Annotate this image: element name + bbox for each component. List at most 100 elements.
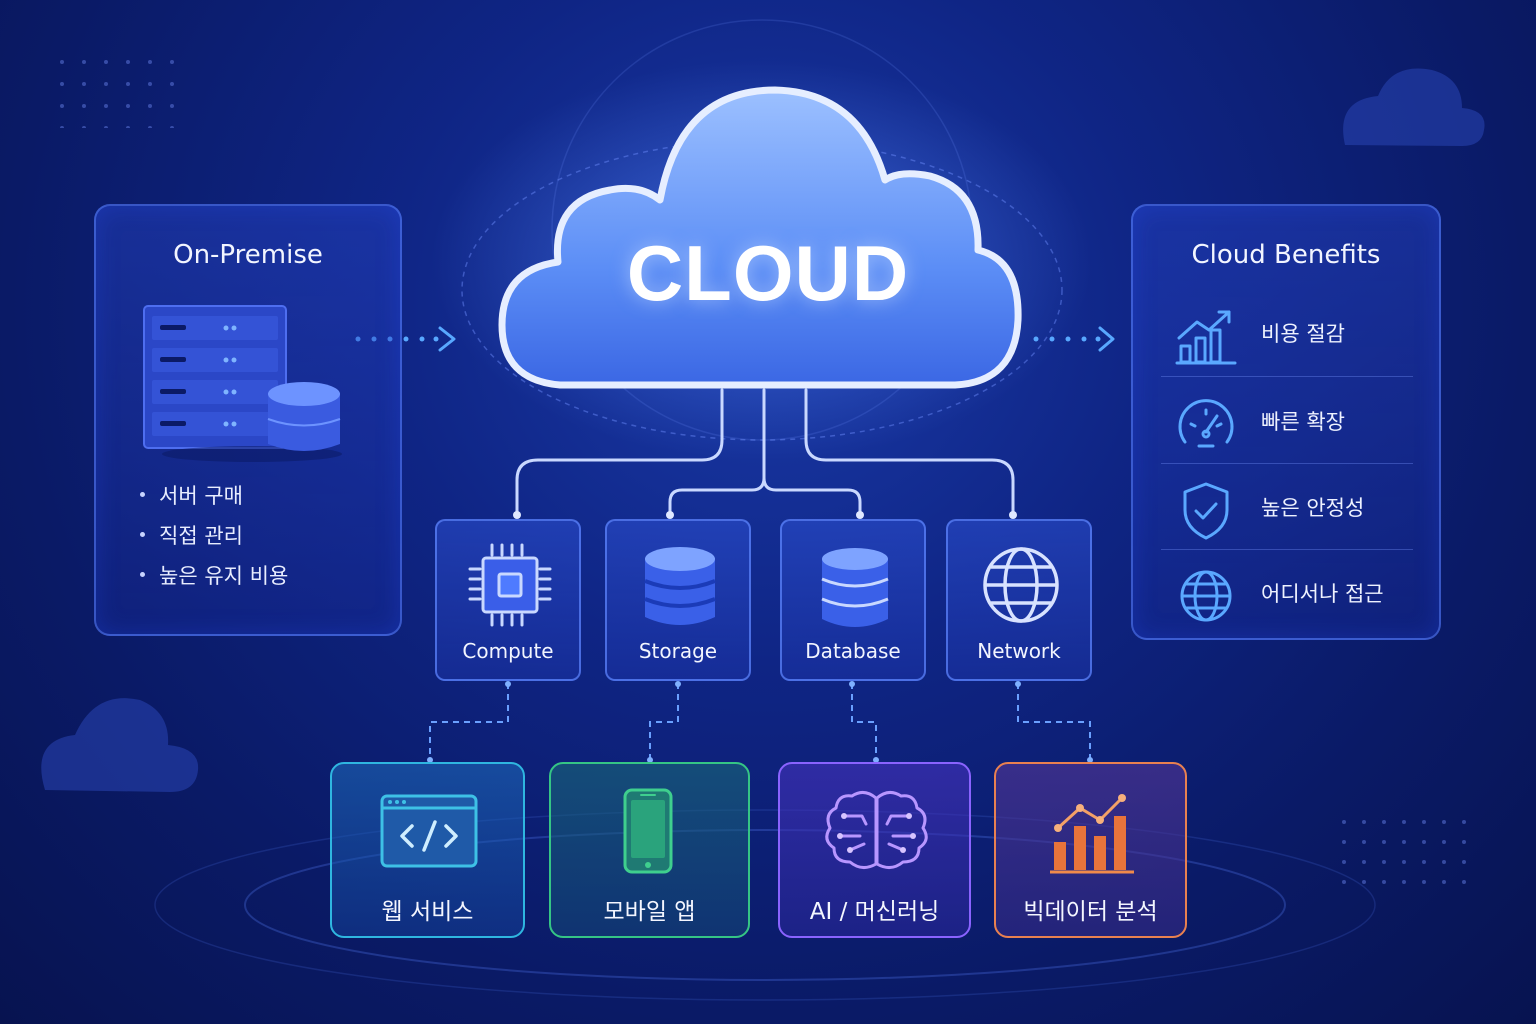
decor-dot xyxy=(1342,840,1346,844)
cloud-shape xyxy=(498,86,1022,389)
benefit-item-cost: 비용 절감 xyxy=(1161,290,1441,376)
list-item: 높은 유지 비용 xyxy=(140,564,288,604)
cpu-chip-icon xyxy=(468,543,552,627)
bar-chart-icon xyxy=(1050,794,1134,874)
decor-dot xyxy=(1342,880,1346,884)
divider xyxy=(1161,549,1413,550)
globe-icon xyxy=(1180,570,1232,622)
service-storage: Storage xyxy=(605,519,751,681)
decor-dot xyxy=(1462,820,1466,824)
decor-dot xyxy=(104,82,108,86)
app-mobile: 모바일 앱 xyxy=(549,762,750,938)
benefit-item-stability: 높은 안정성 xyxy=(1161,464,1441,550)
server-rack-icon xyxy=(143,305,342,462)
code-window-icon xyxy=(380,794,478,868)
app-label: AI / 머신러닝 xyxy=(809,899,940,925)
cost-chart-icon xyxy=(1175,310,1237,365)
decor-dot xyxy=(82,82,86,86)
decor-dot xyxy=(148,60,152,64)
decor-dot xyxy=(104,104,108,108)
decor-dot xyxy=(1362,880,1366,884)
decor-dot xyxy=(1362,860,1366,864)
benefit-item-scale: 빠른 확장 xyxy=(1161,378,1441,464)
decor-dot xyxy=(148,104,152,108)
service-label: Network xyxy=(977,639,1061,663)
app-label: 웹 서비스 xyxy=(381,899,474,925)
decor-dot xyxy=(170,82,174,86)
benefit-label: 높은 안정성 xyxy=(1261,496,1365,520)
benefit-label: 빠른 확장 xyxy=(1261,410,1345,434)
decor-dot xyxy=(126,60,130,64)
decor-dot xyxy=(1442,860,1446,864)
decor-dot xyxy=(104,126,108,128)
decor-dot xyxy=(82,126,86,128)
decor-dot xyxy=(1402,860,1406,864)
benefit-label: 비용 절감 xyxy=(1261,322,1345,346)
decor-dot xyxy=(1382,820,1386,824)
benefits-panel: Cloud Benefits 비용 절감 빠른 확장 xyxy=(1131,204,1441,640)
divider xyxy=(1161,376,1413,377)
decor-dot xyxy=(126,82,130,86)
benefits-title: Cloud Benefits xyxy=(1191,240,1381,270)
decor-dot xyxy=(1422,860,1426,864)
decor-dot xyxy=(1442,880,1446,884)
globe-icon xyxy=(983,547,1059,623)
divider xyxy=(1161,463,1413,464)
on-premise-title: On-Premise xyxy=(173,240,323,270)
app-web-service: 웹 서비스 xyxy=(330,762,525,938)
decor-dot xyxy=(60,60,64,64)
decor-dot xyxy=(1342,820,1346,824)
cloud-title: CLOUD xyxy=(626,229,910,317)
decor-dot xyxy=(1422,840,1426,844)
decor-dot xyxy=(170,104,174,108)
decor-dot xyxy=(104,60,108,64)
decor-dot xyxy=(1402,880,1406,884)
bullet-dot xyxy=(140,491,145,497)
dot-grid-decor xyxy=(1342,820,1466,884)
decor-dot xyxy=(1422,820,1426,824)
decor-dot xyxy=(1462,840,1466,844)
decor-dot xyxy=(60,82,64,86)
service-label: Storage xyxy=(638,639,718,663)
decor-dot xyxy=(126,104,130,108)
app-label: 빅데이터 분석 xyxy=(1023,899,1158,925)
decor-dot xyxy=(1342,860,1346,864)
app-ai-ml: AI / 머신러닝 xyxy=(778,762,971,938)
app-big-data: 빅데이터 분석 xyxy=(994,762,1187,938)
decor-dot xyxy=(60,104,64,108)
decor-dot xyxy=(1402,840,1406,844)
service-database: Database xyxy=(780,519,926,681)
decor-dot xyxy=(1362,820,1366,824)
bullet-dot xyxy=(140,571,145,577)
database-icon xyxy=(821,548,889,627)
decor-dot xyxy=(1402,820,1406,824)
decor-dot xyxy=(126,126,130,128)
decor-dot xyxy=(1442,840,1446,844)
on-premise-list: 서버 구매 직접 관리 높은 유지 비용 xyxy=(140,484,288,604)
speedometer-icon xyxy=(1178,399,1234,448)
on-premise-panel: On-Premise 서버 구매 직접 관리 높은 유지 비용 xyxy=(94,204,402,636)
decor-dot xyxy=(1382,880,1386,884)
dot-grid-decor xyxy=(60,60,174,128)
decor-dot xyxy=(1382,840,1386,844)
decor-dot xyxy=(170,126,174,128)
shield-check-icon xyxy=(1183,482,1229,540)
app-label: 모바일 앱 xyxy=(603,899,696,925)
decor-dot xyxy=(1442,820,1446,824)
service-compute: Compute xyxy=(435,519,581,681)
decor-dot xyxy=(1362,840,1366,844)
service-label: Database xyxy=(805,639,901,663)
decor-dot xyxy=(82,104,86,108)
decor-dot xyxy=(1462,860,1466,864)
list-item: 직접 관리 xyxy=(140,524,288,564)
bullet-dot xyxy=(140,531,145,537)
list-item: 서버 구매 xyxy=(140,484,288,524)
decor-dot xyxy=(82,60,86,64)
decor-dot xyxy=(1382,860,1386,864)
brain-icon xyxy=(825,791,928,869)
decor-dot xyxy=(1462,880,1466,884)
service-network: Network xyxy=(946,519,1092,681)
decor-dot xyxy=(148,126,152,128)
decor-dot xyxy=(60,126,64,128)
mobile-phone-icon xyxy=(623,788,673,874)
